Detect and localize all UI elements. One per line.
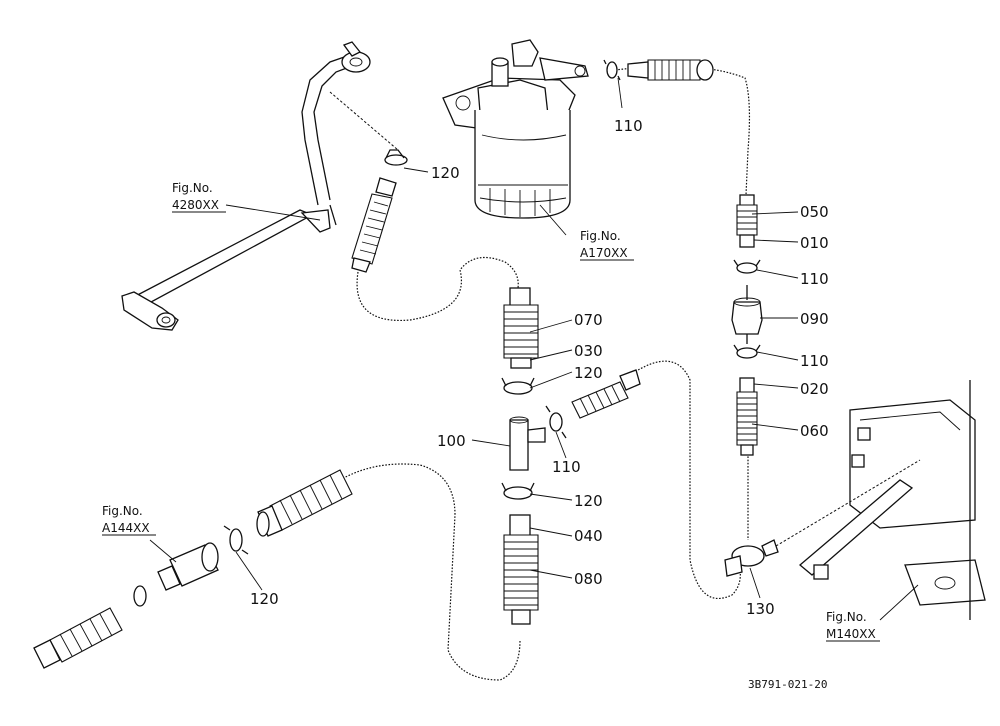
label-110-top: 110 [614, 117, 643, 135]
ref-m140-title: Fig.No. [826, 610, 867, 624]
drawing-code: 3B791-021-20 [748, 678, 827, 691]
ref-a170-title: Fig.No. [580, 229, 621, 243]
label-120-left: 120 [250, 590, 279, 608]
frame-bracket [724, 380, 986, 620]
fuel-hose-lines [339, 65, 751, 681]
part-number-labels: 110 120 050 010 110 090 110 020 060 070 … [250, 117, 829, 618]
label-110-b: 110 [800, 352, 829, 370]
ref-a144-code: A144XX [102, 521, 150, 535]
label-010: 010 [800, 234, 829, 252]
label-080: 080 [574, 570, 603, 588]
hose-upper-left [351, 149, 408, 273]
label-040: 040 [574, 527, 603, 545]
label-060: 060 [800, 422, 829, 440]
leader-lines [149, 77, 919, 621]
lower-left-assembly [33, 469, 353, 669]
label-120-low: 120 [574, 492, 603, 510]
ref-m140-code: M140XX [826, 627, 876, 641]
right-vertical-assembly [731, 194, 763, 456]
fuel-filter [442, 39, 589, 219]
label-070: 070 [574, 311, 603, 329]
label-050: 050 [800, 203, 829, 221]
label-090: 090 [800, 310, 829, 328]
center-vertical-assembly [501, 287, 546, 625]
figure-references: Fig.No. 4280XX Fig.No. A170XX Fig.No. A1… [102, 181, 880, 642]
ref-4280-code: 4280XX [172, 198, 219, 212]
ref-a144-title: Fig.No. [102, 504, 143, 518]
hose-upper-right [603, 59, 714, 81]
label-120-top: 120 [431, 164, 460, 182]
label-030: 030 [574, 342, 603, 360]
label-110-mid: 110 [552, 458, 581, 476]
assembly-line [329, 91, 399, 151]
label-130: 130 [746, 600, 775, 618]
label-020: 020 [800, 380, 829, 398]
fuel-pipe-assembly [121, 41, 371, 331]
ref-4280-title: Fig.No. [172, 181, 213, 195]
ref-a170-code: A170XX [580, 246, 628, 260]
side-branch-hose [545, 369, 641, 439]
label-120-mid: 120 [574, 364, 603, 382]
label-110-a: 110 [800, 270, 829, 288]
label-100: 100 [437, 432, 466, 450]
